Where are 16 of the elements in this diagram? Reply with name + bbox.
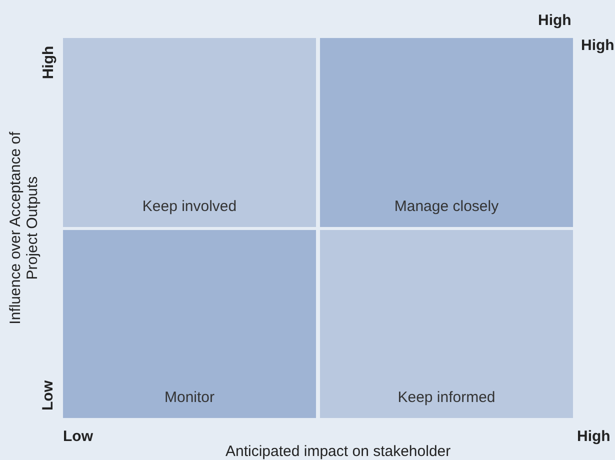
- quadrant-cell: [63, 38, 316, 227]
- axis-end-label: High: [577, 428, 610, 445]
- axis-end-label: High: [538, 12, 572, 29]
- quadrant-cell: [320, 230, 573, 418]
- axis-title: Anticipated impact on stakeholder: [226, 443, 451, 460]
- axis-end-label: High: [40, 45, 57, 79]
- quadrant-cell: [320, 38, 573, 227]
- axis-end-label: Low: [63, 428, 93, 445]
- quadrant-label: Keep informed: [396, 389, 496, 406]
- quadrant-label: Manage closely: [393, 198, 500, 215]
- quadrant-label: Keep involved: [141, 198, 238, 215]
- quadrant-label: Monitor: [163, 389, 216, 406]
- axis-end-label: Low: [40, 380, 56, 410]
- axis-end-label: High: [581, 37, 614, 54]
- axis-title: Influence over Acceptance of Project Outputs: [7, 130, 41, 326]
- quadrant-cell: [63, 230, 316, 418]
